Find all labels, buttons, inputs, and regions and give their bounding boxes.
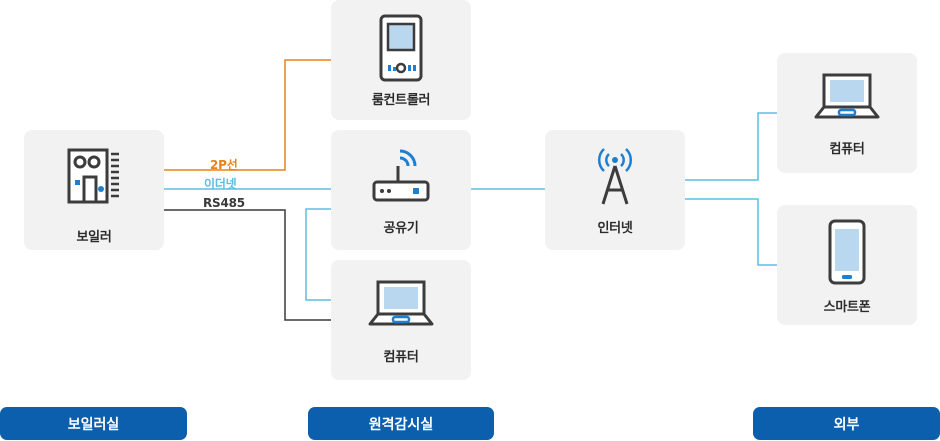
monitor-computer-node: 컴퓨터 [331,260,471,380]
monitor-computer-label: 컴퓨터 [383,350,419,365]
boiler-node: 보일러 [24,130,164,250]
router-label: 공유기 [383,221,419,236]
zone-remote-monitoring: 원격감시실 [308,407,494,440]
boiler-label: 보일러 [76,230,112,245]
internet-node: 인터넷 [545,130,685,250]
router-node: 공유기 [331,130,471,250]
laptop-icon [368,280,434,326]
ethernet-line-internet-computer [685,112,777,181]
room-controller-node: 룸컨트롤러 [331,0,471,120]
zone-boiler-room: 보일러실 [0,407,187,440]
external-computer-label: 컴퓨터 [829,142,865,157]
rs485-line [164,209,331,321]
two-wire-line [164,59,331,171]
boiler-icon [67,148,119,204]
smartphone-label: 스마트폰 [823,300,871,315]
ethernet-label: 이더넷 [204,177,237,191]
smartphone-icon [828,219,866,285]
ethernet-line-internet-smartphone [685,198,777,266]
zone-external: 외부 [753,407,940,440]
room-controller-icon [379,14,423,82]
external-computer-node: 컴퓨터 [777,53,917,173]
router-icon [372,149,430,202]
rs485-label: RS485 [203,196,245,210]
room-controller-label: 룸컨트롤러 [371,93,431,108]
two-wire-label: 2P선 [210,158,238,172]
ethernet-line-router-computer [305,208,331,301]
antenna-icon [597,148,633,205]
smartphone-node: 스마트폰 [777,205,917,325]
laptop-icon [814,73,880,119]
internet-label: 인터넷 [597,221,633,236]
